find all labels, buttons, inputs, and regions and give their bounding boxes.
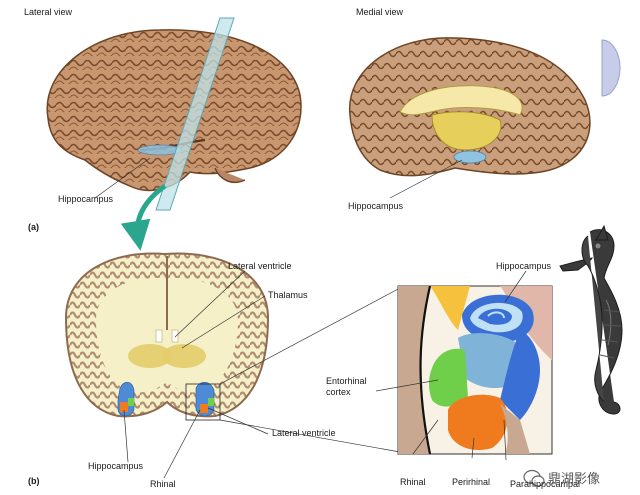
label-hippocampus-coronal: Hippocampus (88, 461, 144, 471)
label-hippocampus-medial: Hippocampus (348, 201, 404, 211)
label-perirhinal: Perirhinal (452, 477, 491, 487)
label-rhinal-inset: Rhinal (400, 477, 426, 487)
label-thalamus: Thalamus (268, 290, 308, 300)
coronal-section (64, 252, 270, 421)
label-rhinal-coronal: Rhinal (150, 479, 176, 489)
watermark-text: 鼎湖影像 (548, 472, 601, 487)
label-hippocampus-inset: Hippocampus (496, 261, 552, 271)
inset-pointers (375, 270, 527, 461)
lateral-brain (46, 29, 302, 192)
label-lateral-ventricle-top: Lateral ventricle (228, 261, 292, 271)
label-hippocampus-lateral: Hippocampus (58, 194, 114, 204)
medial-brain (349, 37, 591, 177)
coronal-pointers (123, 270, 401, 479)
panel-a-label: (a) (28, 222, 39, 232)
label-lateral-ventricle-bottom: Lateral ventricle (272, 428, 336, 438)
arrow-to-coronal (120, 183, 167, 251)
label-parahippocampal: Parahippocampal (510, 479, 581, 489)
lateral-view-title: Lateral view (24, 7, 73, 17)
medial-view-title: Medial view (356, 7, 404, 17)
chat-bubble-icon (523, 469, 545, 487)
pointer-hippocampus-lateral (94, 157, 151, 199)
edge-circle (601, 39, 621, 97)
label-entorhinal-cortex: Entorhinal cortex (326, 376, 367, 397)
panel-b-label: (b) (28, 476, 40, 486)
zoomed-inset (397, 285, 553, 455)
coronal-plane (155, 17, 235, 211)
pointer-hippocampus-medial (389, 159, 463, 199)
seahorse-image (559, 224, 623, 415)
